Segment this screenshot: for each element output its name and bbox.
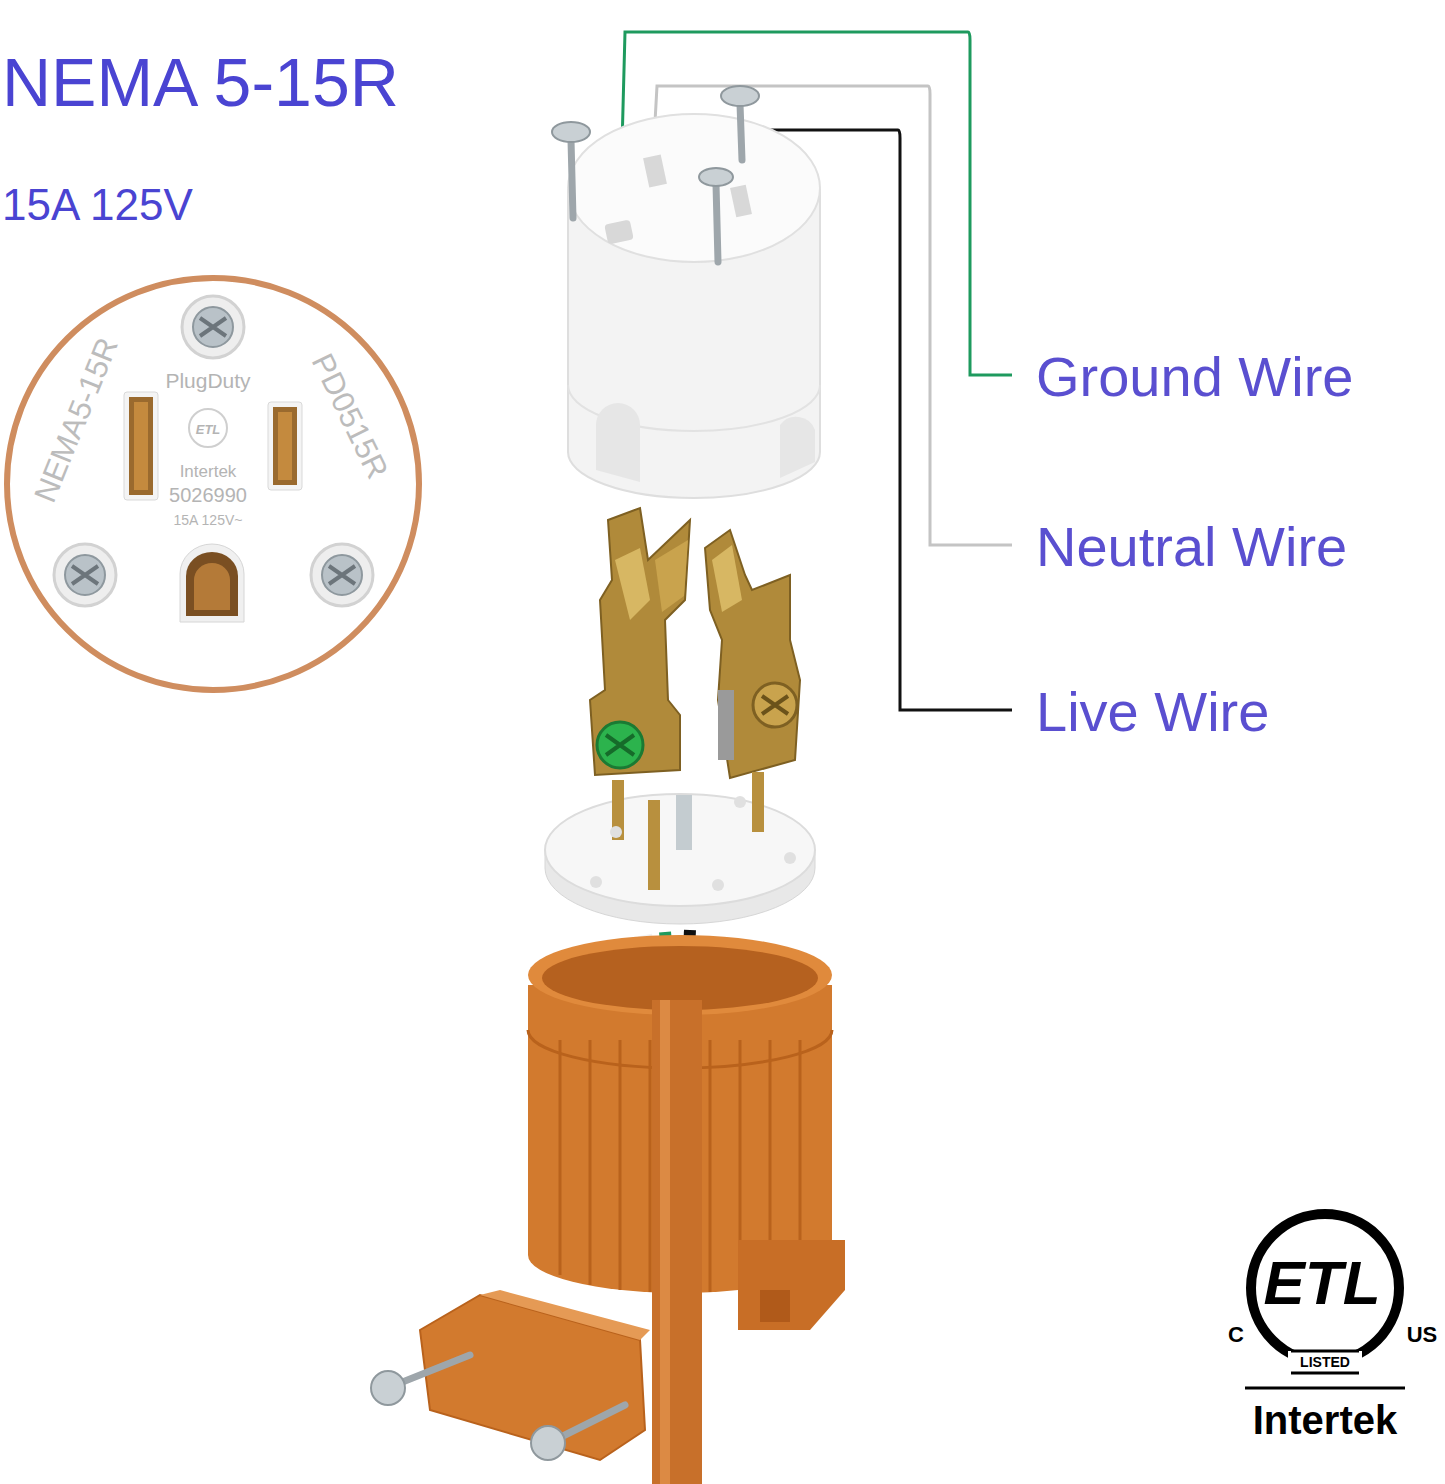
slot-frame [268,402,302,490]
ground-frame [180,544,244,622]
live-slot [273,407,297,485]
receptacle-face [7,278,419,690]
cord [652,1000,702,1484]
receptacle-body [552,86,820,498]
screw [54,544,116,606]
etl-mark [1245,1214,1405,1388]
slot-frame [124,392,158,500]
etl-listed: LISTED [1300,1355,1350,1369]
neutral-slot [129,397,153,495]
face-rating: 15A 125V~ [174,513,243,527]
ground-screw [597,722,643,768]
rating-text: 15A 125V [2,183,193,227]
lab-name: Intertek [1253,1400,1398,1440]
neutral-contact [134,402,148,490]
face-rim [7,278,419,690]
cord-clamp [371,1290,650,1460]
wire-label: Ground Wire [1036,349,1353,405]
brass-screw [753,683,797,727]
face-marking: Intertek [180,463,237,480]
small-etl-ring [189,409,227,447]
etl-country: C [1228,1324,1244,1346]
ground-contact [194,563,230,610]
wire-label: Live Wire [1036,684,1269,740]
title: NEMA 5-15R [2,48,399,116]
screw [182,296,244,358]
etl-country: US [1407,1324,1438,1346]
live-contact [278,412,292,480]
screw [311,544,373,606]
brass-contacts [590,508,800,778]
brand-name: PlugDuty [165,370,250,391]
etl-logo-text: ETL [1263,1252,1380,1314]
wire-label: Neutral Wire [1036,519,1347,575]
file-number: 5026990 [169,485,247,505]
base-disc [545,772,815,924]
small-etl-mark: ETL [196,423,221,436]
ground-hole [186,552,238,616]
